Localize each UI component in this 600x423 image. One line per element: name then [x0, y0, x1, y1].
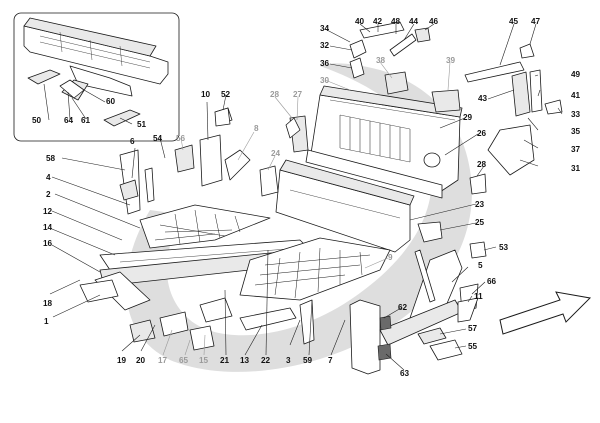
callout-53: 53: [499, 243, 509, 252]
lower-small-parts: [129, 297, 315, 351]
callout-50: 50: [32, 116, 42, 125]
callout-12: 12: [43, 207, 53, 216]
side-sill: [349, 249, 479, 375]
callout-labels: 1 2 3 4 5 6 7 8 9 10 11 12 13 14 15 16 1…: [32, 17, 581, 378]
callout-33: 33: [571, 110, 581, 119]
rear-floor: [239, 237, 391, 301]
callout-31: 31: [571, 164, 581, 173]
callout-23: 23: [475, 200, 485, 209]
callout-19: 19: [117, 356, 127, 365]
callout-61: 61: [81, 116, 91, 125]
background-swoosh: [126, 63, 472, 372]
callout-37: 37: [571, 145, 581, 154]
callout-29: 29: [463, 113, 473, 122]
callout-15: 15: [199, 356, 209, 365]
callout-3: 3: [286, 356, 291, 365]
callout-2: 2: [46, 190, 51, 199]
top-right-parts: [349, 21, 563, 195]
callout-7: 7: [328, 356, 333, 365]
callout-64: 64: [64, 116, 74, 125]
callout-35: 35: [571, 127, 581, 136]
callout-10: 10: [201, 90, 211, 99]
callout-62: 62: [398, 303, 408, 312]
callout-32: 32: [320, 41, 330, 50]
callout-63: 63: [400, 369, 410, 378]
callout-21: 21: [220, 356, 230, 365]
callout-59: 59: [303, 356, 313, 365]
callout-45: 45: [509, 17, 519, 26]
callout-48: 48: [391, 17, 401, 26]
callout-49: 49: [571, 70, 581, 79]
callout-60: 60: [106, 97, 116, 106]
callout-11: 11: [474, 292, 483, 301]
callout-55: 55: [468, 342, 478, 351]
callout-24: 24: [271, 149, 281, 158]
arrow-direction-icon: [499, 291, 592, 335]
callout-54: 54: [153, 134, 163, 143]
callout-46: 46: [429, 17, 439, 26]
callout-39: 39: [446, 56, 456, 65]
left-pillars: [119, 149, 155, 215]
callout-44: 44: [409, 17, 419, 26]
callout-5: 5: [478, 261, 483, 270]
callout-57: 57: [468, 324, 478, 333]
callout-66: 66: [487, 277, 497, 286]
callout-58: 58: [46, 154, 56, 163]
callout-41: 41: [571, 91, 581, 100]
callout-65: 65: [179, 356, 189, 365]
callout-20: 20: [136, 356, 146, 365]
callout-42: 42: [373, 17, 383, 26]
leader-lines: [43, 23, 563, 371]
callout-36: 36: [320, 59, 330, 68]
callout-13: 13: [240, 356, 250, 365]
callout-52: 52: [221, 90, 231, 99]
callout-9: 9: [388, 253, 393, 262]
callout-18: 18: [43, 299, 53, 308]
callout-47: 47: [531, 17, 541, 26]
front-panel: [275, 159, 443, 253]
callout-1: 1: [44, 317, 49, 326]
callout-56: 56: [176, 134, 186, 143]
callout-26: 26: [477, 129, 487, 138]
callout-28: 28: [270, 90, 280, 99]
callout-34: 34: [320, 24, 330, 33]
center-pieces: [174, 107, 309, 193]
callout-22: 22: [261, 356, 271, 365]
callout-30: 30: [320, 76, 330, 85]
callout-6: 6: [130, 137, 135, 146]
callout-4: 4: [46, 173, 51, 182]
callout-28b: 28: [477, 160, 487, 169]
callout-43: 43: [478, 94, 488, 103]
rear-bulkhead: [305, 85, 463, 199]
callout-8: 8: [254, 124, 259, 133]
callout-27: 27: [293, 90, 303, 99]
callout-51: 51: [137, 120, 147, 129]
callout-14: 14: [43, 223, 53, 232]
callout-17: 17: [158, 356, 168, 365]
misc-right-parts: [214, 107, 487, 361]
callout-16: 16: [43, 239, 53, 248]
callout-25: 25: [475, 218, 485, 227]
callout-38: 38: [376, 56, 386, 65]
callout-40: 40: [355, 17, 365, 26]
